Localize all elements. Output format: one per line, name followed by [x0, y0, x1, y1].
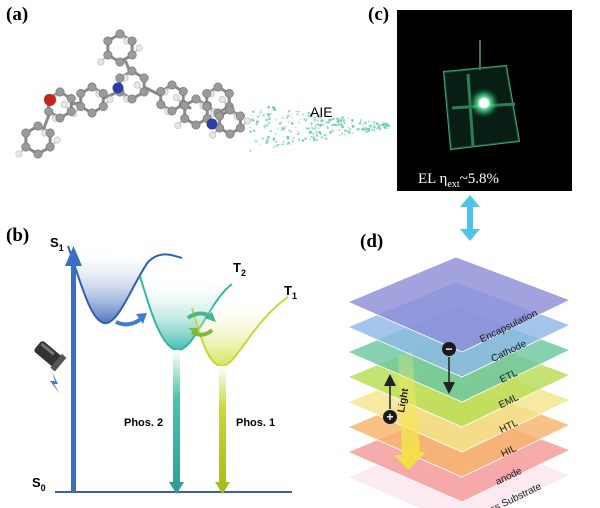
aie-particle-cloud — [248, 105, 391, 153]
s0-label: S0 — [32, 475, 46, 493]
s1-label: S1 — [50, 235, 64, 253]
energy-diagram: S1 S0 T2 T1 Phos. 2 Phos. 1 — [32, 235, 297, 494]
t1-label: T1 — [284, 283, 297, 301]
panel-label-c: (c) — [368, 4, 389, 25]
hole-charge: + — [383, 374, 397, 424]
svg-text:+: + — [386, 410, 393, 424]
panel-label-b: (b) — [6, 225, 29, 246]
panel-label-a: (a) — [6, 4, 28, 25]
oled-layer-stack: Glass SubstrateanodeHILHTLEMLETLCathodeE… — [346, 256, 572, 508]
light-source-icon — [34, 341, 67, 394]
light-label: Light — [396, 387, 411, 414]
light-beam — [394, 352, 426, 470]
panel-label-d: (d) — [360, 231, 383, 252]
electron-charge: − — [442, 342, 456, 394]
connection-arrow — [460, 195, 480, 241]
layer-encapsulation — [346, 256, 572, 353]
device-photo: EL ηext~5.8% — [397, 10, 572, 191]
el-efficiency-label: EL ηext~5.8% — [418, 171, 499, 190]
molecule-model — [15, 29, 251, 159]
aie-label: AIE — [310, 104, 333, 120]
phos1-label: Phos. 1 — [236, 417, 275, 429]
t2-label: T2 — [233, 260, 246, 278]
svg-text:−: − — [445, 342, 452, 356]
phos2-label: Phos. 2 — [124, 417, 163, 429]
